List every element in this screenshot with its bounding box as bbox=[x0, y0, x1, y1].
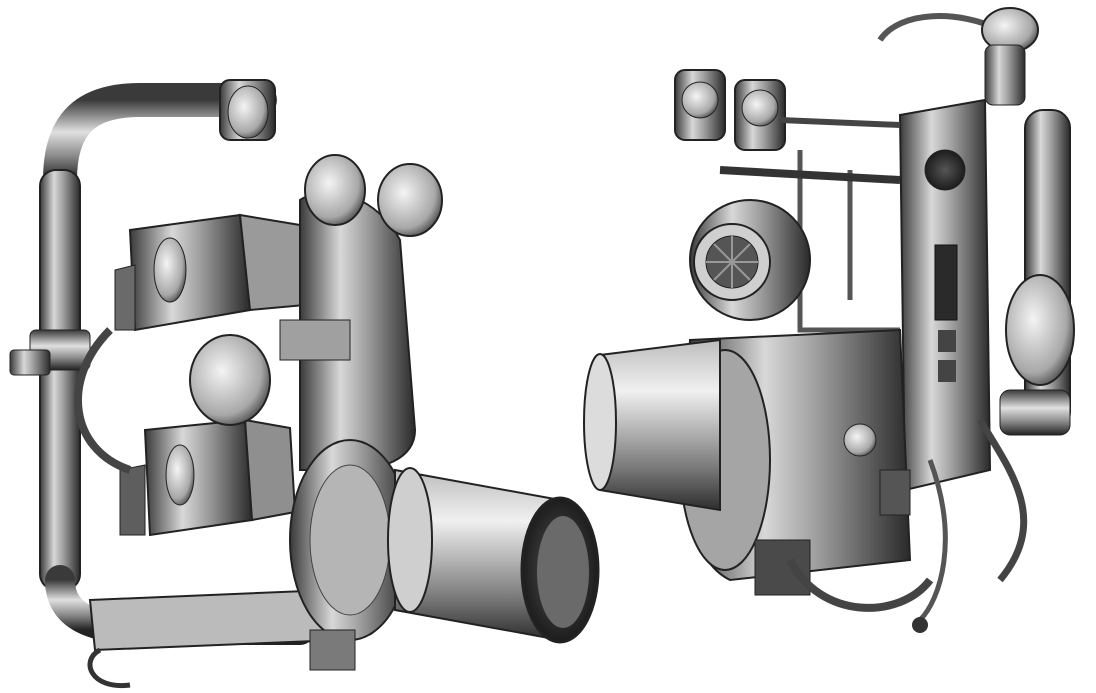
blower-motor bbox=[689, 199, 811, 321]
control-panel bbox=[898, 98, 992, 492]
upper-control-box bbox=[114, 213, 307, 332]
burner-tube-right bbox=[583, 338, 721, 512]
pressure-gauges-left bbox=[304, 154, 443, 237]
burner-assembly-right bbox=[583, 7, 1075, 633]
burner-tube-left bbox=[387, 467, 600, 644]
pressure-gauges-right bbox=[674, 69, 786, 151]
lower-control-box bbox=[119, 418, 297, 537]
burner-assembly-left bbox=[9, 79, 600, 689]
